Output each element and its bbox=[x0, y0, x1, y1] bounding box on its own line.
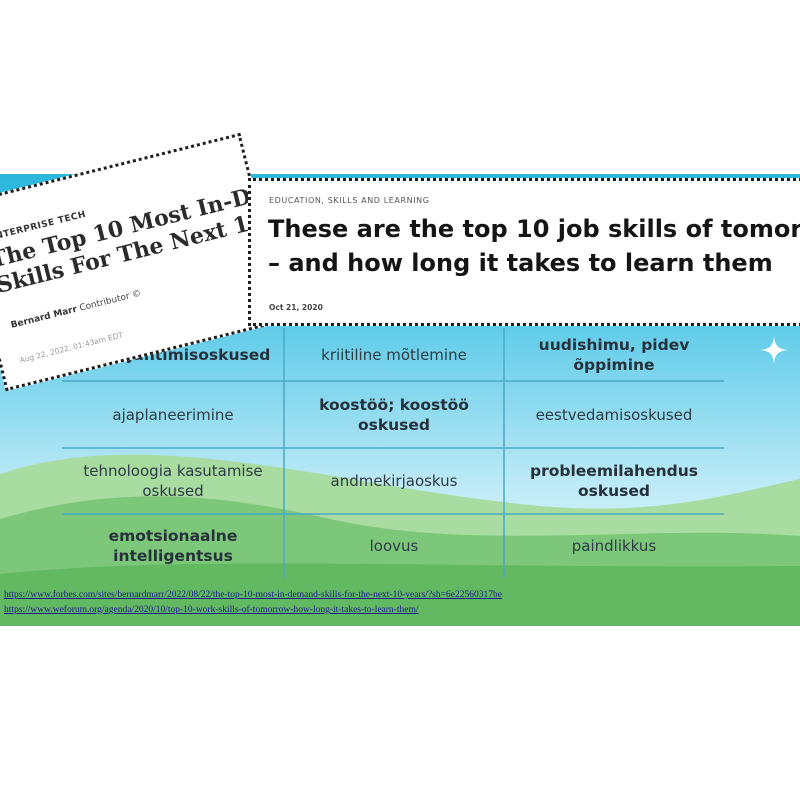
skill-cell: paindlikkus bbox=[571, 537, 657, 555]
skill-cell: loovus bbox=[369, 537, 419, 555]
forbes-source-link[interactable]: https://www.forbes.com/sites/bernardmarr… bbox=[4, 590, 502, 600]
skill-cell: koostöö; koostöö oskused bbox=[319, 395, 469, 434]
source-links: https://www.forbes.com/sites/bernardmarr… bbox=[4, 588, 502, 618]
skills-table-grid bbox=[62, 328, 724, 578]
skill-cell: andmekirjaoskus bbox=[330, 472, 458, 490]
skill-cell: probleemilahendus oskused bbox=[530, 462, 698, 500]
skill-cell: ajaplaneerimine bbox=[112, 405, 234, 424]
wef-source-link[interactable]: https://www.weforum.org/agenda/2020/10/t… bbox=[4, 605, 419, 615]
skill-cell: kriitiline mõtlemine bbox=[321, 345, 467, 364]
sparkle-icon bbox=[760, 336, 788, 364]
wef-date: Oct 21, 2020 bbox=[269, 303, 323, 312]
wef-category: EDUCATION, SKILLS AND LEARNING bbox=[269, 196, 430, 205]
forbes-headline: The Top 10 Most In-Dem Skills For The Ne… bbox=[0, 175, 287, 299]
forbes-author-name: Bernard Marr bbox=[9, 304, 79, 331]
forbes-date: Aug 22, 2022, 01:43am EDT bbox=[18, 330, 124, 365]
forbes-author-role: Contributor © bbox=[78, 288, 143, 314]
forbes-byline: Bernard Marr Contributor © bbox=[10, 289, 142, 331]
wef-headline-line1: These are the top 10 job skills of tomor… bbox=[268, 215, 800, 243]
skill-cell: emotsionaalne intelligentsus bbox=[108, 527, 238, 565]
skill-cell: tehnoloogia kasutamise oskused bbox=[83, 462, 263, 500]
wef-headline: These are the top 10 job skills of tomor… bbox=[268, 212, 800, 280]
skill-cell: eestvedamisoskused bbox=[535, 405, 693, 424]
wef-article-card: EDUCATION, SKILLS AND LEARNING These are… bbox=[248, 178, 800, 326]
wef-headline-line2: – and how long it takes to learn them bbox=[268, 249, 773, 277]
skill-cell: uudishimu, pidev õppimine bbox=[538, 335, 690, 374]
hills-illustration bbox=[0, 454, 800, 626]
